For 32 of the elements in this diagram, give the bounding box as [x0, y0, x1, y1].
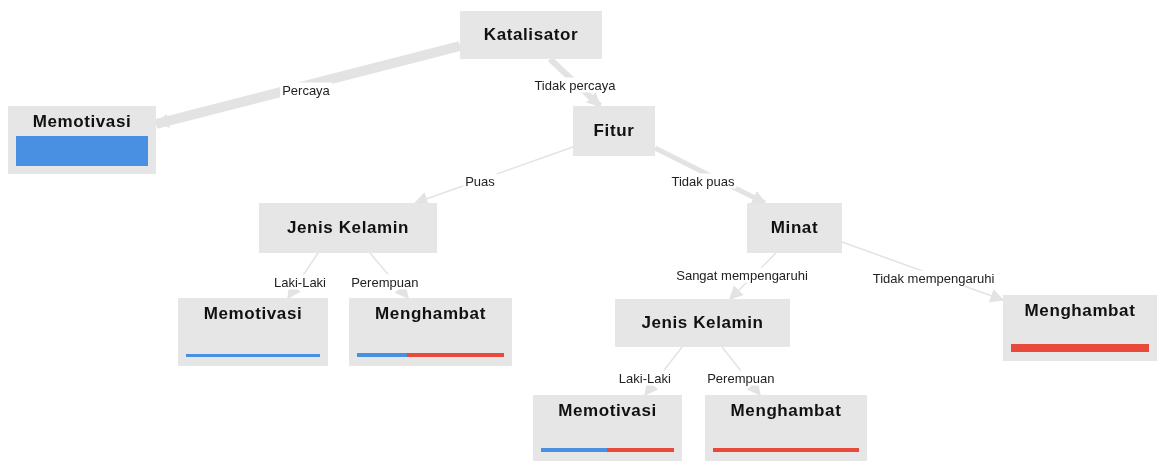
node-label: Memotivasi [558, 401, 657, 421]
decision-box [259, 203, 437, 253]
node-label: Menghambat [375, 304, 486, 324]
edge-label: Perempuan [705, 370, 777, 386]
leaf-box [178, 298, 328, 366]
edge-label: Puas [463, 173, 497, 189]
leaf-box [8, 106, 156, 174]
edge-label: Tidak percaya [532, 77, 618, 92]
leaf-box [349, 298, 512, 366]
node-label: Jenis Kelamin [641, 313, 764, 333]
decision-box [615, 299, 790, 347]
edge-label: Laki-Laki [616, 370, 673, 386]
edge-label: Sangat mempengaruhi [674, 267, 810, 283]
leaf-box [705, 395, 867, 461]
node-label: Fitur [593, 121, 635, 141]
node-label: Memotivasi [32, 112, 132, 132]
decision-box [747, 203, 842, 253]
decision-box [460, 11, 602, 59]
edge-label: Tidak mempengaruhi [870, 270, 997, 286]
leaf-box [533, 395, 682, 461]
node-label: Menghambat [1024, 301, 1136, 321]
edge-label: Perempuan [349, 274, 421, 290]
edge-label: Tidak puas [669, 173, 737, 188]
decision-box [573, 106, 655, 156]
node-label: Menghambat [730, 401, 842, 421]
node-label: Minat [770, 218, 819, 238]
leaf-box [1003, 295, 1157, 361]
node-label: Memotivasi [203, 304, 303, 324]
node-label: Katalisator [483, 25, 579, 45]
node-label: Jenis Kelamin [286, 218, 410, 238]
edge-label: Laki-Laki [272, 274, 328, 290]
edge-label: Percaya [280, 82, 332, 98]
